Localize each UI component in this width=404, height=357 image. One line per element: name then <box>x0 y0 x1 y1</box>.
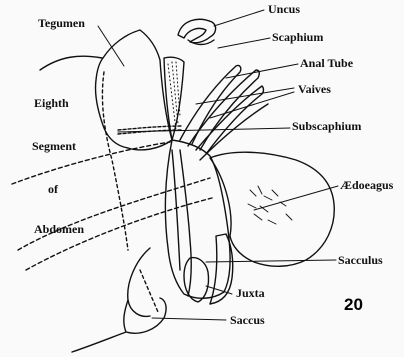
label-uncus: Uncus <box>268 3 300 15</box>
valva-shape <box>165 140 230 298</box>
saccus-shape <box>124 298 166 333</box>
lower-body <box>128 248 150 316</box>
valva-inner-2 <box>172 150 180 270</box>
leader-scaphium <box>218 38 270 48</box>
label-abdomen: Abdomen <box>34 223 84 235</box>
saccus-tail <box>72 332 126 352</box>
valve-rod-3 <box>200 104 268 160</box>
subscaphium-dash <box>118 126 182 130</box>
label-saccus: Saccus <box>230 314 265 326</box>
label-tegumen: Tegumen <box>38 17 85 29</box>
label-anal-tube: Anal Tube <box>300 57 353 69</box>
aedoeagus-shape <box>210 152 334 266</box>
abdomen-dash-2 <box>18 178 210 250</box>
label-of: of <box>48 183 58 195</box>
uncus-shape <box>178 19 216 42</box>
leader-sacculus <box>206 260 336 262</box>
label-eighth: Eighth <box>34 97 69 109</box>
scaphium-shape <box>164 57 184 140</box>
valva-inner <box>180 150 191 296</box>
leader-uncus <box>214 10 264 26</box>
leader-subscaphium <box>118 128 290 132</box>
label-valves: Vaives <box>298 83 331 95</box>
label-segment: Segment <box>32 140 76 152</box>
saccus-dash <box>140 270 158 312</box>
scaphium-stipple <box>168 62 180 130</box>
valve-rod-2 <box>196 86 264 154</box>
tegumen-dash <box>102 72 128 250</box>
figure-number: 20 <box>344 296 363 313</box>
label-juxta: Juxta <box>236 287 265 299</box>
label-scaphium: Scaphium <box>272 31 323 43</box>
label-sacculus: Sacculus <box>338 254 383 266</box>
label-aedoeagus: Ædoeagus <box>340 179 393 191</box>
leader-aedoeagus <box>254 186 338 210</box>
tegumen-dorsal <box>40 56 102 70</box>
label-subscaphium: Subscaphium <box>292 120 361 132</box>
